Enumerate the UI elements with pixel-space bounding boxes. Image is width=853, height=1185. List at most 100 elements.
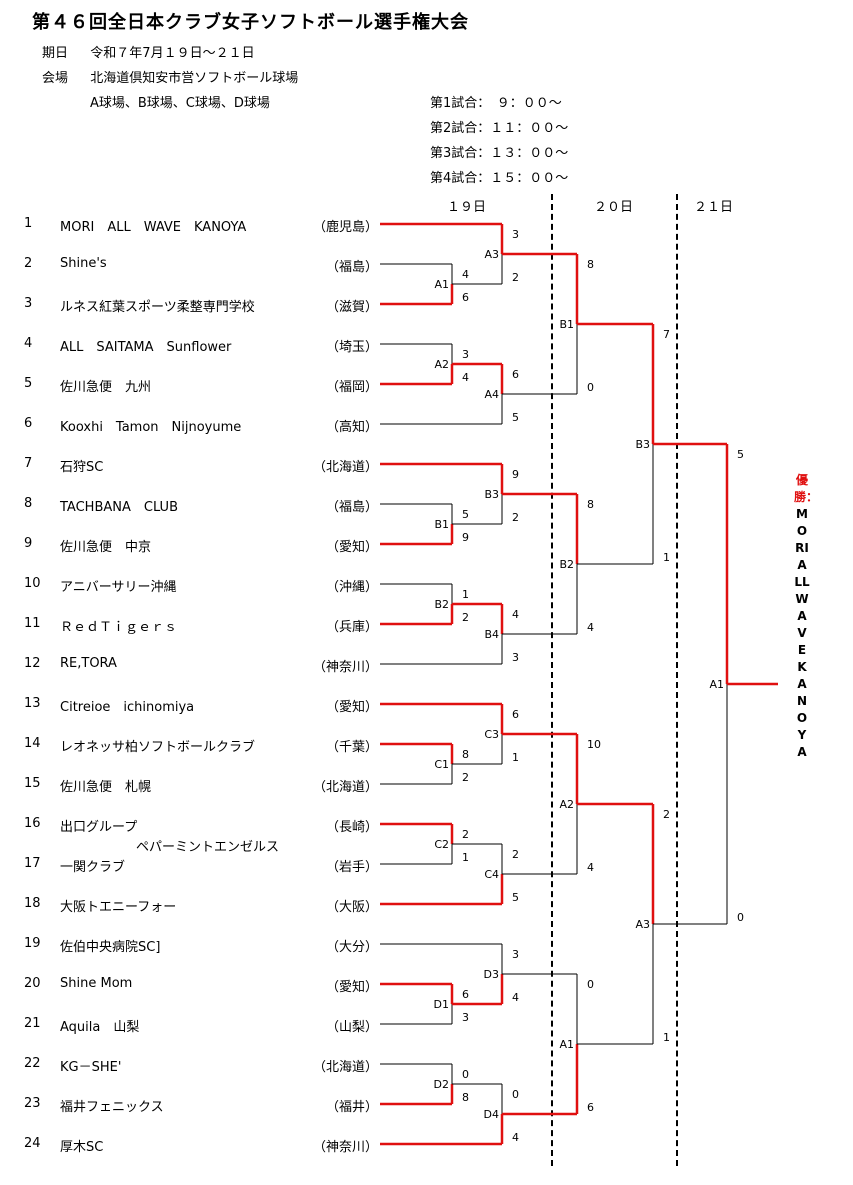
team-name: 一関クラブ [60, 860, 126, 875]
venue-label: 会場 [42, 71, 69, 86]
team-number: 12 [24, 656, 41, 671]
team-number: 14 [24, 736, 41, 751]
champion-banner: 優勝： MORI ALL WAVE KANOYA [794, 472, 819, 761]
team-prefecture: （神奈川） [312, 660, 378, 675]
score-bottom: 3 [512, 651, 519, 664]
team-name: 石狩SC [60, 460, 104, 475]
match-label: B4 [484, 628, 499, 641]
team-prefecture: （鹿児島） [312, 220, 378, 235]
score-bottom: 2 [462, 771, 469, 784]
score-top: 6 [462, 988, 469, 1001]
score-bottom: 4 [512, 1131, 519, 1144]
match-label: B1 [559, 318, 574, 331]
team-prefecture: （大阪） [325, 900, 378, 915]
score-top: 5 [462, 508, 469, 521]
schedule-game-4: 第4試合：１５：００～ [430, 171, 569, 186]
score-top: 8 [587, 498, 594, 511]
team-prefecture: （沖縄） [325, 580, 378, 595]
score-top: 9 [512, 468, 519, 481]
match-label: A1 [434, 278, 449, 291]
day-label-21: ２１日 [694, 200, 734, 215]
team-number: 1 [24, 216, 33, 231]
team-name: ルネス紅葉スポーツ柔整専門学校 [60, 300, 255, 315]
score-bottom: 3 [462, 1011, 469, 1024]
score-bottom: 1 [663, 1031, 670, 1044]
score-bottom: 6 [462, 291, 469, 304]
match-label: A2 [559, 798, 574, 811]
team-name: Kooxhi Tamon Nijnoyume [60, 420, 242, 435]
team-name: Aquila 山梨 [60, 1020, 140, 1035]
score-bottom: 0 [737, 911, 744, 924]
team-name: RE,TORA [60, 656, 117, 671]
team-number: 19 [24, 936, 41, 951]
match-label: D1 [434, 998, 449, 1011]
team-number: 5 [24, 376, 33, 391]
champion-label: 優勝： [794, 473, 819, 504]
team-number: 9 [24, 536, 33, 551]
team-name: Shine Mom [60, 976, 133, 991]
match-label: A3 [635, 918, 650, 931]
team-prefecture: （北海道） [312, 1060, 378, 1075]
team-name: MORI ALL WAVE KANOYA [60, 220, 247, 235]
team-number: 21 [24, 1016, 41, 1031]
team-number: 24 [24, 1136, 41, 1151]
team-number: 11 [24, 616, 41, 631]
day-divider-19-20 [551, 194, 553, 1166]
period-label: 期日 [42, 46, 69, 61]
match-label: A4 [484, 388, 499, 401]
score-bottom: 0 [587, 381, 594, 394]
score-top: 8 [587, 258, 594, 271]
page-title: 第４６回全日本クラブ女子ソフトボール選手権大会 [32, 12, 469, 33]
score-top: 0 [512, 1088, 519, 1101]
team-name: アニバーサリー沖縄 [60, 580, 177, 595]
team-prefecture: （兵庫） [325, 620, 378, 635]
team-prefecture: （福島） [325, 500, 378, 515]
venue-value: 北海道倶知安市営ソフトボール球場 [90, 71, 299, 86]
match-label: D2 [434, 1078, 449, 1091]
champion-team: MORI ALL WAVE KANOYA [794, 507, 810, 759]
team-prefecture: （福島） [325, 260, 378, 275]
match-label: C4 [484, 868, 499, 881]
team-number: 17 [24, 856, 41, 871]
period-row: 期日 令和７年7月１９日～２１日 [42, 42, 255, 61]
team-prefecture: （滋賀） [325, 300, 378, 315]
team-prefecture: （千葉） [325, 740, 378, 755]
team-number: 2 [24, 256, 33, 271]
score-top: 0 [462, 1068, 469, 1081]
score-bottom: 4 [512, 991, 519, 1004]
team-number: 10 [24, 576, 41, 591]
match-label: B2 [559, 558, 574, 571]
extra-team-text: ペパーミントエンゼルス [136, 840, 280, 855]
team-name: 厚木SC [60, 1140, 104, 1155]
team-prefecture: （長崎） [325, 820, 378, 835]
venue-row: 会場 北海道倶知安市営ソフトボール球場 [42, 67, 298, 86]
team-number: 16 [24, 816, 41, 831]
team-number: 7 [24, 456, 33, 471]
period-value: 令和７年7月１９日～２１日 [90, 46, 255, 61]
schedule-game-1: 第1試合： ９：００～ [430, 96, 562, 111]
score-top: 2 [663, 808, 670, 821]
score-bottom: 2 [512, 511, 519, 524]
team-name: 福井フェニックス [60, 1100, 164, 1115]
team-name: 佐川急便 札幌 [60, 780, 152, 795]
team-number: 22 [24, 1056, 41, 1071]
match-label: D4 [484, 1108, 499, 1121]
score-top: 7 [663, 328, 670, 341]
score-bottom: 4 [587, 861, 594, 874]
team-number: 18 [24, 896, 41, 911]
team-number: 15 [24, 776, 41, 791]
day-label-20: ２０日 [594, 200, 634, 215]
score-top: 1 [462, 588, 469, 601]
team-number: 23 [24, 1096, 41, 1111]
match-label: D3 [484, 968, 499, 981]
score-top: 10 [587, 738, 601, 751]
team-name: 出口グループ [60, 820, 138, 835]
score-top: 6 [512, 368, 519, 381]
score-top: 3 [462, 348, 469, 361]
match-label: C3 [484, 728, 499, 741]
team-prefecture: （北海道） [312, 460, 378, 475]
team-prefecture: （岩手） [325, 860, 378, 875]
score-top: 4 [512, 608, 519, 621]
score-bottom: 5 [512, 891, 519, 904]
